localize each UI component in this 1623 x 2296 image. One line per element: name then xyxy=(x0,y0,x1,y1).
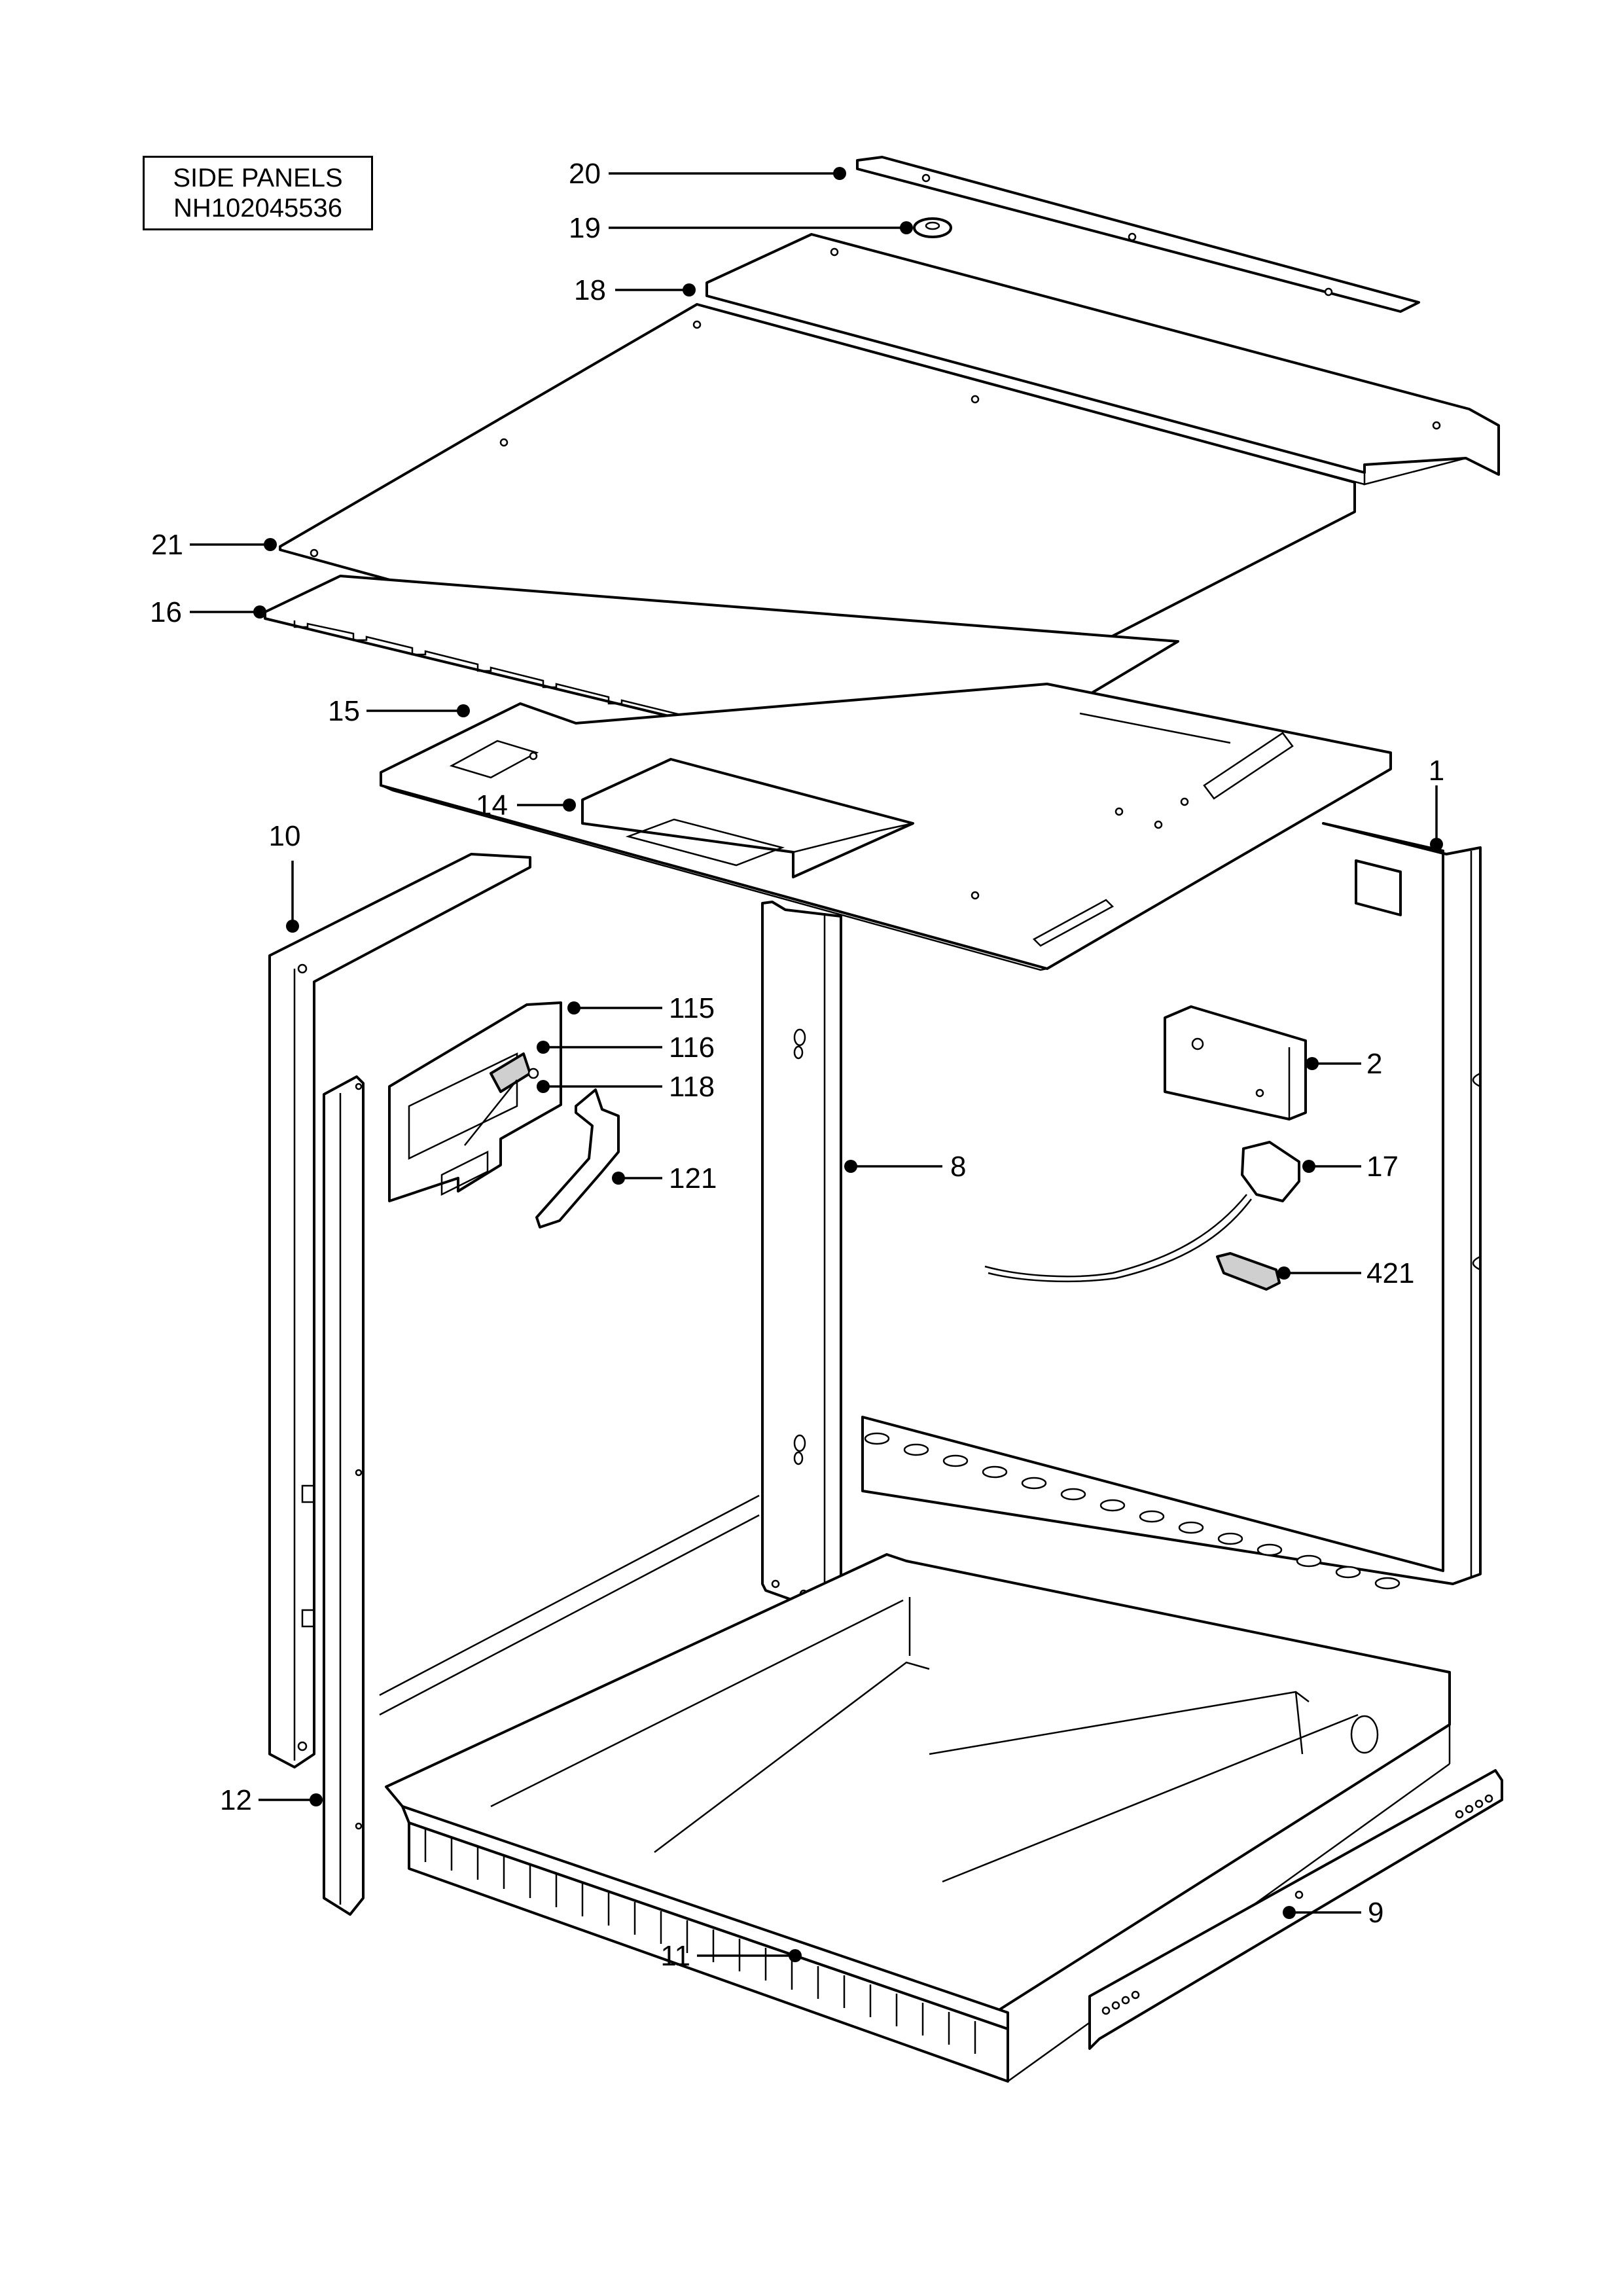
callout-116: 116 xyxy=(537,1031,715,1064)
part-121-clip xyxy=(535,1088,620,1229)
callout-20: 20 xyxy=(569,158,846,190)
part-118-screw xyxy=(527,1067,539,1079)
part-12-left-trim xyxy=(323,1075,365,1916)
callout-16: 16 xyxy=(150,596,266,628)
callout-1: 1 xyxy=(1429,755,1444,851)
part-20-top-trim xyxy=(856,156,1420,313)
callout-9: 9 xyxy=(1283,1897,1383,1929)
callout-118: 118 xyxy=(537,1071,715,1103)
callout-11: 11 xyxy=(660,1940,802,1972)
svg-text:10: 10 xyxy=(269,820,301,852)
part-421-plug xyxy=(1216,1252,1281,1291)
part-2-bracket xyxy=(1164,1005,1307,1121)
svg-text:11: 11 xyxy=(660,1940,690,1972)
part-115-switch-bracket xyxy=(388,1001,562,1202)
part-10-left-side-panel xyxy=(268,853,760,1768)
callout-21: 21 xyxy=(151,529,277,561)
svg-text:118: 118 xyxy=(669,1071,715,1103)
svg-text:16: 16 xyxy=(150,596,182,628)
svg-text:2: 2 xyxy=(1366,1048,1382,1080)
svg-text:121: 121 xyxy=(669,1162,717,1194)
callout-121: 121 xyxy=(612,1162,717,1194)
svg-text:15: 15 xyxy=(328,695,360,727)
callout-2: 2 xyxy=(1306,1048,1382,1080)
svg-text:421: 421 xyxy=(1366,1257,1414,1289)
part-19-grommet xyxy=(913,217,952,238)
svg-text:8: 8 xyxy=(950,1151,966,1183)
svg-text:12: 12 xyxy=(220,1784,252,1816)
callout-115: 115 xyxy=(567,992,715,1024)
part-11-base-tray xyxy=(385,1553,1451,2083)
callout-12: 12 xyxy=(220,1784,323,1816)
diagram-title: SIDE PANELS xyxy=(173,164,343,192)
callout-8: 8 xyxy=(844,1151,966,1183)
callout-421: 421 xyxy=(1277,1257,1414,1289)
svg-text:20: 20 xyxy=(569,158,601,190)
callout-19: 19 xyxy=(569,212,913,244)
tray-vent-slots xyxy=(424,1829,976,2054)
part-8-centre-upright xyxy=(761,901,842,1608)
vent-slots xyxy=(864,1432,1400,1590)
callout-15: 15 xyxy=(328,695,470,727)
callout-18: 18 xyxy=(574,274,696,306)
callout-10: 10 xyxy=(269,820,301,933)
part-9-bottom-rail xyxy=(1088,1769,1503,2050)
diagram-title-box: SIDE PANELS NH102045536 xyxy=(143,156,373,230)
svg-text:116: 116 xyxy=(669,1031,715,1064)
svg-text:18: 18 xyxy=(574,274,606,306)
part-14-duct xyxy=(581,758,914,878)
svg-text:19: 19 xyxy=(569,212,601,244)
svg-text:14: 14 xyxy=(476,789,508,821)
callout-17: 17 xyxy=(1302,1151,1399,1183)
svg-text:9: 9 xyxy=(1368,1897,1383,1929)
part-17-connector xyxy=(984,1141,1300,1283)
svg-text:17: 17 xyxy=(1366,1151,1399,1183)
svg-text:1: 1 xyxy=(1429,755,1444,787)
diagram-part-number: NH102045536 xyxy=(173,194,342,223)
svg-text:115: 115 xyxy=(669,992,715,1024)
svg-text:21: 21 xyxy=(151,529,183,561)
part-1-right-side-panel xyxy=(861,822,1482,1590)
callout-14: 14 xyxy=(476,789,576,821)
